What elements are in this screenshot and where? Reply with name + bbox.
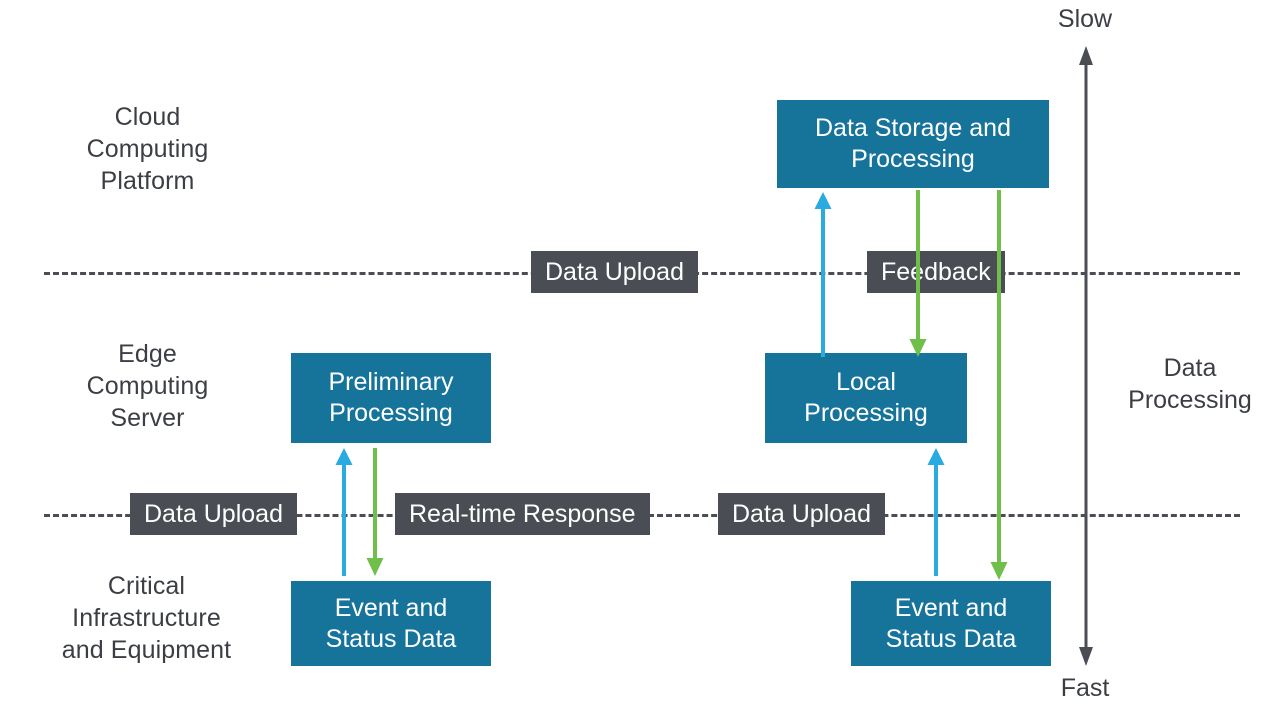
flow-label-feedback[interactable]: Feedback	[867, 251, 1005, 293]
axis-speed-arrow	[1076, 46, 1096, 671]
process-box-data-storage-and-processing[interactable]: Data Storage and Processing	[777, 100, 1049, 188]
tier-label-edge: Edge Computing Server	[86, 340, 209, 432]
tier-label-cloud: Cloud Computing Platform	[86, 103, 209, 195]
process-box-preliminary-processing[interactable]: Preliminary Processing	[291, 353, 491, 443]
tier-label-field: Critical Infrastructure and Equipment	[61, 572, 232, 664]
axis-label-fast: Fast	[1060, 674, 1110, 702]
arrow-upload-field-to-edge-right	[925, 448, 947, 576]
arrow-upload-field-to-edge-left	[333, 448, 355, 576]
flow-label-data-upload-cloud[interactable]: Data Upload	[531, 251, 698, 293]
process-box-local-processing[interactable]: Local Processing	[765, 353, 967, 443]
flow-label-data-upload-right[interactable]: Data Upload	[718, 493, 885, 535]
process-box-event-and-status-data-left[interactable]: Event and Status Data	[291, 581, 491, 666]
arrow-response-edge-to-field-left	[364, 448, 386, 576]
arrow-upload-edge-to-cloud	[812, 192, 834, 357]
flow-label-data-upload-left[interactable]: Data Upload	[130, 493, 297, 535]
process-box-event-and-status-data-right[interactable]: Event and Status Data	[851, 581, 1051, 666]
arrow-feedback-cloud-to-edge	[907, 190, 929, 357]
arrow-feedback-cloud-to-field	[988, 190, 1010, 580]
axis-label-data-processing: Data Processing	[1128, 354, 1252, 414]
axis-label-slow: Slow	[1057, 5, 1113, 33]
flow-label-real-time-response[interactable]: Real-time Response	[395, 493, 650, 535]
